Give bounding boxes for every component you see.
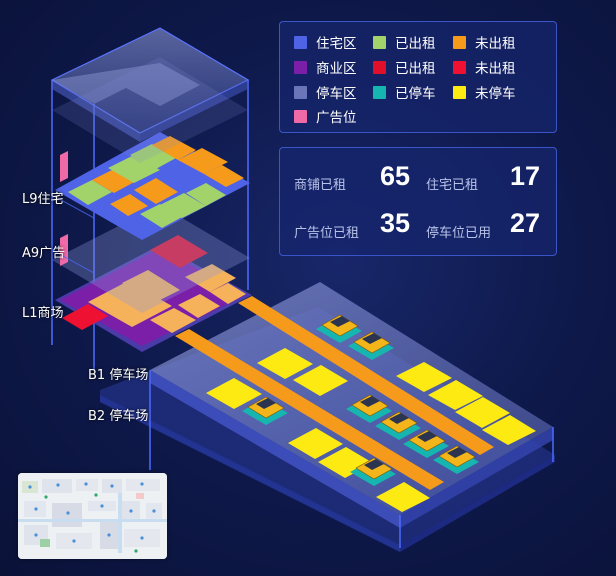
- stat-value-parking-used: 27: [510, 208, 541, 238]
- parking-spots-row-a: [257, 348, 536, 445]
- legend-swatch: [373, 85, 386, 99]
- tower-frame: [51, 80, 249, 370]
- legend-label: 已出租: [395, 61, 436, 77]
- legend-label: 已停车: [395, 86, 436, 102]
- b1-parking-floor[interactable]: [149, 282, 554, 548]
- floor-label-b2[interactable]: B2 停车场: [88, 409, 149, 424]
- legend-item-commercial-zone: 商业区: [294, 57, 357, 77]
- floor-label-l9[interactable]: L9住宅: [22, 192, 64, 207]
- legend-label: 商业区: [316, 61, 357, 77]
- legend-label: 未出租: [475, 61, 516, 77]
- legend-swatch: [294, 60, 307, 74]
- stat-value-ad-rented: 35: [380, 208, 411, 238]
- stat-label-parking-used: 停车位已用: [426, 226, 492, 241]
- stat-label-residence-rented: 住宅已租: [426, 178, 479, 193]
- legend-label: 住宅区: [316, 36, 357, 52]
- stat-value-residence-rented: 17: [510, 161, 541, 191]
- legend-item-not-parked: 未停车: [453, 82, 516, 102]
- legend-label: 已出租: [395, 36, 436, 52]
- floor-label-a9[interactable]: A9广告: [22, 246, 66, 261]
- floor-label-l1[interactable]: L1商场: [22, 306, 64, 321]
- legend-swatch: [453, 35, 466, 49]
- legend-swatch: [453, 85, 466, 99]
- legend-swatch: [294, 109, 307, 123]
- legend-item-parking-zone: 停车区: [294, 82, 357, 102]
- legend-swatch: [294, 85, 307, 99]
- tower-glass-top: [50, 27, 250, 163]
- stat-value-shop-rented: 65: [380, 161, 411, 191]
- legend-item-rented: 已出租: [373, 32, 436, 52]
- legend-swatch: [373, 35, 386, 49]
- legend-swatch: [453, 60, 466, 74]
- floor-label-b1[interactable]: B1 停车场: [88, 368, 149, 383]
- stats-panel: 商铺已租 65 住宅已租 17 广告位已租 35 停车位已用 27: [279, 147, 557, 256]
- l1-mall-floor[interactable]: [55, 235, 252, 352]
- legend-item-ad-slot: 广告位: [294, 106, 357, 126]
- legend-swatch: [294, 35, 307, 49]
- stat-label-ad-rented: 广告位已租: [294, 226, 360, 241]
- minimap-plan: [18, 473, 167, 559]
- legend-item-commercial-rented: 已出租: [373, 57, 436, 77]
- l9-residence-floor[interactable]: [55, 132, 250, 240]
- stat-label-shop-rented: 商铺已租: [294, 178, 347, 193]
- legend-item-unrented: 未出租: [453, 32, 516, 52]
- legend-item-parked: 已停车: [373, 82, 436, 102]
- parked-cars: [242, 314, 479, 486]
- legend-label: 停车区: [316, 86, 357, 102]
- legend-label: 未停车: [475, 86, 516, 102]
- legend-label: 未出租: [475, 36, 516, 52]
- legend-item-residence-zone: 住宅区: [294, 32, 357, 52]
- legend-panel: 住宅区 已出租 未出租 商业区 已出租 未出租 停车区 已停车 未停车 广告位: [279, 21, 557, 133]
- floor-plan-minimap[interactable]: [18, 473, 167, 559]
- legend-label: 广告位: [316, 110, 357, 126]
- legend-swatch: [373, 60, 386, 74]
- legend-item-commercial-unrented: 未出租: [453, 57, 516, 77]
